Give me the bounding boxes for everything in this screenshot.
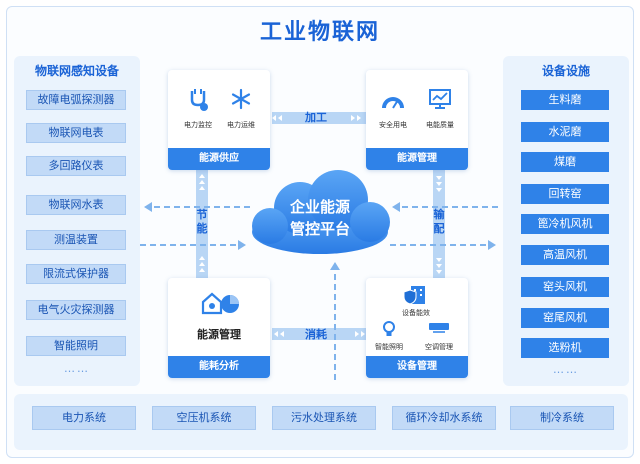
left-connector-arrows: [199, 174, 205, 272]
system-item: 污水处理系统: [272, 406, 376, 430]
system-item: 电力系统: [32, 406, 136, 430]
equipment-item: 煤磨: [521, 152, 609, 172]
monitor-chart-icon: [429, 89, 451, 109]
card-energy-analysis: 能源管理 能耗分析: [168, 278, 270, 378]
gauge-icon: [382, 97, 404, 109]
sensor-item: 物联网水表: [26, 195, 126, 215]
dashed-arrow-heads: [144, 202, 496, 270]
card-energy-analysis-title: 能耗分析: [168, 356, 270, 378]
card-energy-management: 安全用电 电能质量 能源管理: [366, 70, 468, 170]
equipment-panel: 设备设施 生料磨 水泥磨 煤磨 回转窑 篦冷机风机 高温风机 窑头风机 窑尾风机…: [503, 56, 629, 386]
equipment-item: 水泥磨: [521, 122, 609, 142]
building-shield-icon: [403, 286, 425, 305]
cloud-icon: [252, 170, 390, 254]
card-energy-supply: 电力监控 电力运维 能源供应: [168, 70, 270, 170]
system-panel: 电力系统 空压机系统 污水处理系统 循环冷却水系统 制冷系统: [14, 394, 628, 450]
left-connector: [196, 168, 208, 278]
sensor-item: 物联网电表: [26, 123, 126, 143]
energy-management-label: 能源管理: [197, 328, 241, 341]
sensor-item: 故障电弧探测器: [26, 90, 126, 110]
bottom-connector-arrows: [274, 331, 365, 337]
dashed-arrows: [140, 206, 498, 380]
right-connector-arrows: [436, 176, 442, 274]
system-item: 空压机系统: [152, 406, 256, 430]
equipment-item: 回转窑: [521, 184, 609, 204]
snowflake-icon: [231, 88, 251, 110]
flow-label-saving: 节能: [196, 208, 208, 235]
flow-label-distribution: 输配: [433, 208, 445, 235]
sensor-item: 电气火灾探测器: [26, 300, 126, 320]
power-monitor-icon: [190, 89, 208, 111]
system-item: 循环冷却水系统: [392, 406, 496, 430]
platform-label: 企业能源 管控平台: [250, 196, 390, 240]
sensor-item: 智能照明: [26, 336, 126, 356]
platform-label-line1: 企业能源: [289, 198, 350, 216]
safe-power-label: 安全用电: [379, 121, 407, 129]
power-quality-label: 电能质量: [426, 121, 454, 129]
equipment-item: 生料磨: [521, 90, 609, 110]
equipment-item: 选粉机: [521, 338, 609, 358]
sensor-more: ……: [64, 362, 90, 375]
device-efficiency-label: 设备能效: [402, 309, 430, 317]
card-energy-supply-title: 能源供应: [168, 148, 270, 170]
top-connector: [272, 112, 366, 124]
sensor-item: 限流式保护器: [26, 264, 126, 284]
card-device-management-title: 设备管理: [366, 356, 468, 378]
house-pie-icon: [201, 292, 239, 315]
system-item: 制冷系统: [510, 406, 614, 430]
equipment-item: 窑尾风机: [521, 308, 609, 328]
platform-label-line2: 管控平台: [289, 220, 350, 238]
right-connector: [433, 168, 445, 278]
equipment-item: 窑头风机: [521, 277, 609, 297]
smart-lighting-label: 智能照明: [375, 343, 403, 351]
equipment-more: ……: [553, 363, 579, 376]
bottom-connector: [272, 328, 366, 340]
card-device-management: 设备能效 智能照明 空调管理 设备管理: [366, 278, 468, 378]
flow-label-consumption: 消耗: [305, 328, 327, 341]
aircon-icon: [429, 323, 449, 333]
sensor-panel-title: 物联网感知设备: [34, 64, 119, 78]
aircon-management-label: 空调管理: [425, 343, 453, 351]
flow-label-processing: 加工: [305, 111, 327, 124]
equipment-panel-title: 设备设施: [541, 64, 590, 78]
sensor-panel: 物联网感知设备 故障电弧探测器 物联网电表 多回路仪表 物联网水表 测温装置 限…: [14, 56, 140, 386]
sensor-item: 测温装置: [26, 230, 126, 250]
bulb-icon: [383, 321, 395, 336]
card-energy-management-title: 能源管理: [366, 148, 468, 170]
top-connector-arrows: [272, 115, 361, 121]
sensor-item: 多回路仪表: [26, 156, 126, 176]
equipment-item: 高温风机: [521, 245, 609, 265]
diagram-title: 工业物联网: [259, 20, 380, 45]
power-maintenance-label: 电力运维: [227, 121, 255, 129]
power-monitor-label: 电力监控: [184, 121, 212, 129]
equipment-item: 篦冷机风机: [521, 214, 609, 234]
